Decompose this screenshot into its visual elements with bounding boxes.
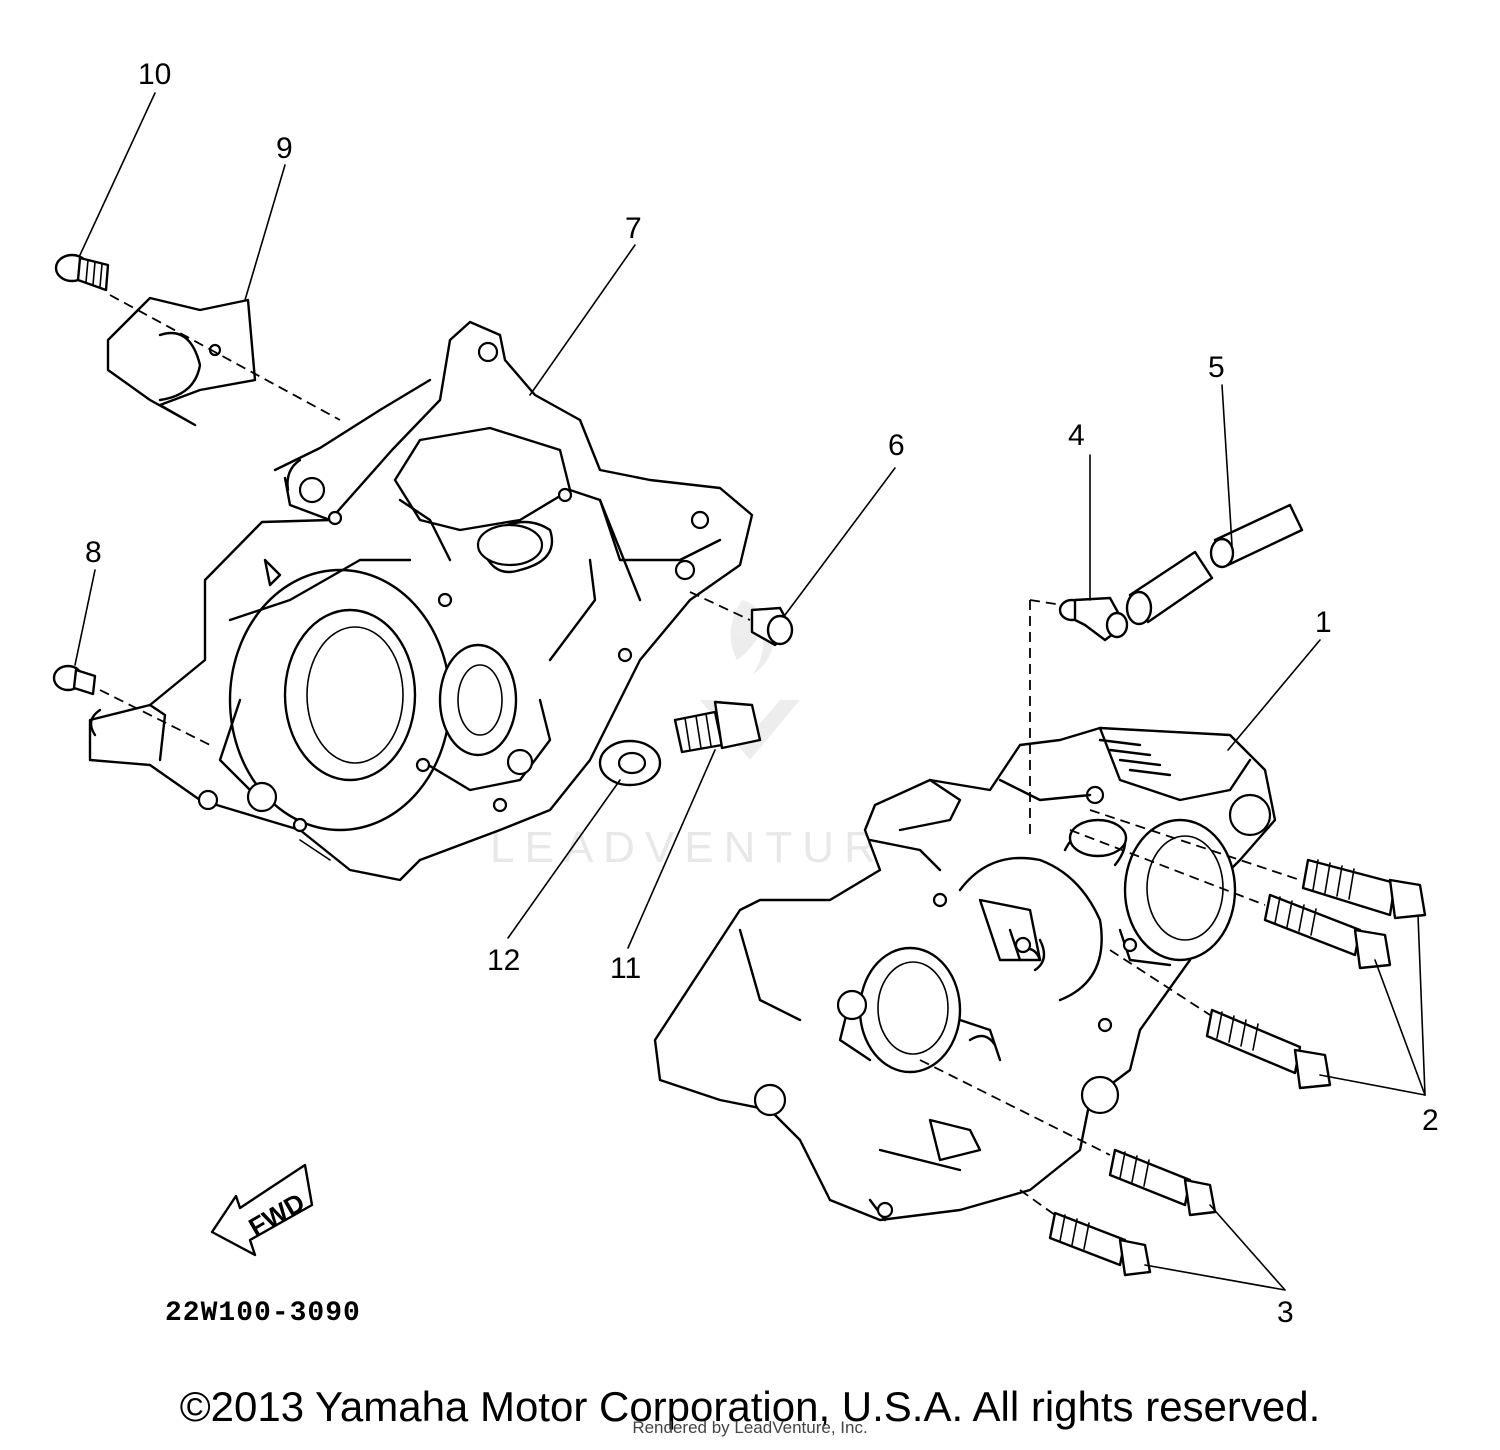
part-label-10: 10 [138, 58, 171, 91]
part-label-6: 6 [888, 429, 905, 462]
part-label-8: 8 [85, 536, 102, 569]
bolt-10 [54, 253, 110, 292]
diagram-code: 22W100-3090 [165, 1298, 361, 1329]
washer-12 [598, 739, 662, 787]
part-label-11: 11 [610, 952, 641, 985]
elbow-fitting-4 [1058, 596, 1129, 642]
part-label-1: 1 [1315, 606, 1332, 639]
part-label-2: 2 [1422, 1104, 1439, 1137]
part-labels: 10 9 7 8 6 4 5 1 12 11 2 3 [85, 58, 1439, 1329]
part-label-9: 9 [276, 132, 293, 165]
assembly-lines [99, 294, 1301, 1216]
rendered-by-notice: Rendered by LeadVenture, Inc. [632, 1418, 868, 1437]
hose-5 [1125, 503, 1304, 626]
part-label-5: 5 [1208, 351, 1225, 384]
right-crankcase [653, 726, 1277, 1222]
bolts-3 [1048, 1148, 1217, 1277]
part-label-7: 7 [625, 212, 642, 245]
part-label-3: 3 [1277, 1296, 1294, 1329]
bracket-9 [106, 296, 257, 427]
fwd-arrow: FWD [210, 1163, 314, 1257]
watermark: LEADVENTURE [490, 600, 925, 872]
copyright-notice: ©2013 Yamaha Motor Corporation, U.S.A. A… [179, 1383, 1321, 1430]
bolt-11 [673, 700, 762, 754]
watermark-text: LEADVENTURE [490, 823, 925, 872]
left-crankcase [88, 320, 754, 882]
part-label-4: 4 [1068, 419, 1085, 452]
leader-lines [74, 92, 1426, 1291]
plug-8 [52, 664, 97, 696]
plug-6 [750, 606, 794, 647]
bolts-2 [1205, 858, 1427, 1090]
part-label-12: 12 [487, 944, 520, 977]
